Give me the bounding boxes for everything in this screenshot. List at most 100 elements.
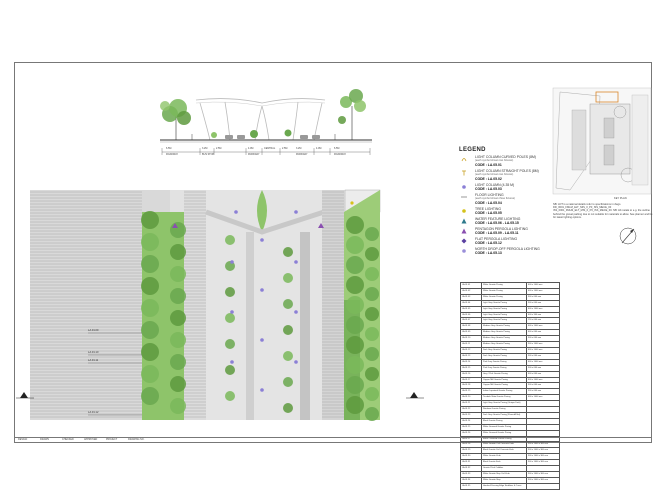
section-dimension-label: 2.5M xyxy=(282,147,288,150)
planting-cluster xyxy=(365,247,379,261)
planting-cluster xyxy=(225,235,235,245)
north-drop-off-icon xyxy=(461,248,467,254)
water-feature-icon xyxy=(461,218,467,224)
light-column-marker xyxy=(294,310,298,314)
planting-cluster xyxy=(141,387,159,405)
planting-cluster xyxy=(170,376,186,392)
planting-cluster xyxy=(346,276,364,294)
planting-cluster xyxy=(170,222,186,238)
planting-cluster xyxy=(365,407,379,421)
table-cell: Light Grey Granite Paving (Unique Dark) xyxy=(481,400,527,408)
planting-cluster xyxy=(365,367,379,381)
planting-cluster xyxy=(365,227,379,241)
tree-light-marker xyxy=(350,201,354,205)
light-column-marker xyxy=(260,288,264,292)
light-column-marker xyxy=(260,388,264,392)
pergola-light-marker xyxy=(172,223,178,228)
light-column-marker xyxy=(294,360,298,364)
flat-pergola-icon xyxy=(461,238,467,244)
level-callout-label: LA.01.11 xyxy=(88,359,99,362)
table-cell: LA.01.35 xyxy=(460,482,482,490)
legend-item-code: CODE : LA.05.06 - LA.05.15 xyxy=(475,221,519,225)
planting-cluster xyxy=(225,339,235,349)
title-strip-cell: CHECKED xyxy=(62,438,74,441)
legend-item-code: CODE : LA.05.13 xyxy=(475,251,502,255)
planting-cluster xyxy=(225,313,235,323)
section-dimension-label: 4.0M xyxy=(248,147,254,150)
planting-cluster xyxy=(346,376,364,394)
planting-cluster xyxy=(346,336,364,354)
legend-item-note: (each symbol shows two fixtures) xyxy=(475,159,514,162)
planting-cluster xyxy=(365,347,379,361)
floor-lighting-icon xyxy=(461,194,467,200)
legend-item-name: TREE LIGHTING xyxy=(475,207,501,211)
table-cell: Dark Grey Granite Paving (Flamed/Flint) xyxy=(481,411,527,419)
straight-pole-icon xyxy=(461,170,467,176)
planting-cluster xyxy=(283,351,293,361)
level-callout-label: LA.01.09 xyxy=(88,329,99,332)
legend-item-name: LIGHT COLUMN CURVED POLES (8M) xyxy=(475,155,536,159)
legend-item: LIGHT COLUMN CURVED POLES (8M)(each symb… xyxy=(461,155,611,170)
section-dimension-label: PARKWAY xyxy=(296,153,308,156)
planting-cluster xyxy=(283,299,293,309)
planting-cluster xyxy=(346,236,364,254)
light-column-marker xyxy=(260,338,264,342)
level-callout-label: LA.01.10 xyxy=(88,351,99,354)
planting-cluster xyxy=(170,398,186,414)
legend-item: LIGHT COLUMN STRAIGHT POLES (8M)(each sy… xyxy=(461,169,611,184)
legend-item: LIGHT COLUMN (4.35 M)CODE : LA.05.03 xyxy=(461,183,611,194)
title-strip-cell: DESIGN xyxy=(18,438,28,441)
drawing-canvas xyxy=(16,87,652,421)
light-column-marker xyxy=(230,260,234,264)
general-note: NB: LDT is a national details refer to s… xyxy=(553,203,653,219)
title-strip-cell: APPROVED xyxy=(84,438,98,441)
planting-cluster xyxy=(141,321,159,339)
legend-item-name: PENTAGON PERGOLA LIGHTING xyxy=(475,227,528,231)
title-strip xyxy=(14,437,652,444)
section-dimension-label: 6.5M xyxy=(334,147,340,150)
planting-cluster xyxy=(346,356,364,374)
planting-cluster xyxy=(346,216,364,234)
section-dimension-label: ROADWAY xyxy=(334,153,347,156)
legend-item-code: CODE : LA.05.12 xyxy=(475,241,502,245)
legend-item-name: LIGHT COLUMN STRAIGHT POLES (8M) xyxy=(475,169,539,173)
tree-lighting-icon xyxy=(461,208,467,214)
legend-item-code: CODE : LA.05.04 xyxy=(475,201,502,205)
planting-cluster xyxy=(141,211,159,229)
site-plan xyxy=(16,189,424,421)
planting-cluster xyxy=(141,255,159,273)
pergola-light-marker xyxy=(318,223,324,228)
planting-cluster xyxy=(283,325,293,335)
legend-item-name: LIGHT COLUMN (4.35 M) xyxy=(475,183,515,187)
drawing-frame xyxy=(14,62,652,443)
light-column-marker xyxy=(294,260,298,264)
light-column-marker xyxy=(230,360,234,364)
planting-cluster xyxy=(170,310,186,326)
legend-item-note: (each symbol shows three fixtures) xyxy=(475,197,516,200)
planting-cluster xyxy=(365,327,379,341)
planting-cluster xyxy=(225,391,235,401)
title-strip-cell: DRAWN xyxy=(40,438,49,441)
legend-item-name: WATER FEATURE LIGHTING xyxy=(475,217,521,221)
legend-item-code: CODE : LA.05.03 xyxy=(475,187,502,191)
section-dimension-label: 2.5M xyxy=(216,147,222,150)
planting-cluster xyxy=(365,267,379,281)
section-dimension-label: 3.2M xyxy=(202,147,208,150)
legend-item: FLOOR LIGHTING(each symbol shows three f… xyxy=(461,193,611,208)
planting-cluster xyxy=(365,307,379,321)
table-cell xyxy=(526,482,560,490)
key-plan xyxy=(552,87,652,245)
section-dimension-label: ROADWAY xyxy=(166,153,179,156)
title-strip-cell: DRAWING NO. xyxy=(128,438,145,441)
light-column-icon xyxy=(461,184,467,190)
planting-cluster xyxy=(283,247,293,257)
curved-pole-icon xyxy=(461,156,467,162)
section-dimension-label: 3.2M xyxy=(296,147,302,150)
